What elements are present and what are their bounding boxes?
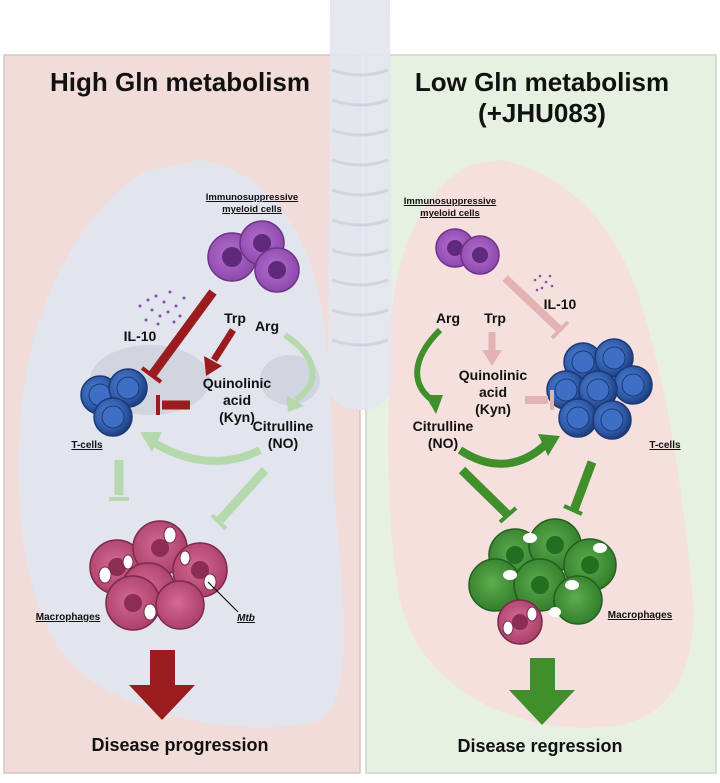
quinolinic-label-right: Quinolinic acid (Kyn) [448,367,538,418]
quinolinic-right-line2: acid [478,384,507,400]
myeloid-label-left-line2: myeloid cells [222,204,282,215]
myeloid-cells-left [207,220,300,293]
right-outcome: Disease regression [457,736,623,756]
trp-label-right: Trp [484,310,506,326]
citrulline-right-line1: Citrulline [412,418,474,434]
left-arrows [109,289,316,531]
citrulline-right-line2: (NO) [427,435,459,451]
myeloid-label-right-line1: Immunosuppressive [403,196,497,207]
mtb-label: Mtb [237,613,255,624]
trachea-rings [331,68,389,347]
left-outcome: Disease progression [91,735,269,755]
mtb-pointer [207,581,239,613]
right-arrows [414,275,597,524]
myeloid-label-left: Immunosuppressive myeloid cells [192,192,312,216]
tcells-right [546,338,653,440]
macrophages-label-right: Macrophages [607,610,673,621]
progression-arrow [129,650,195,720]
quinolinic-right-line1: Quinolinic [458,367,528,383]
myeloid-cells-right [435,228,500,275]
quinolinic-left-line2: acid [222,392,251,408]
myeloid-label-right-line2: myeloid cells [420,208,480,219]
il10-particles-right [533,274,554,292]
arg-label-left: Arg [254,318,280,334]
macrophages-label-left: Macrophages [35,612,101,623]
macrophages-right [468,518,617,645]
regression-arrow [509,658,575,725]
citrulline-label-right: Citrulline (NO) [398,418,488,452]
il10-label-right: IL-10 [543,296,577,312]
macrophages-left [89,520,228,631]
tcells-left [80,368,148,437]
left-panel-title: High Gln metabolism [49,67,311,97]
right-panel-title: Low Gln metabolism (+JHU083) [372,67,712,129]
right-title-line2: (+JHU083) [478,98,606,128]
myeloid-label-right: Immunosuppressive myeloid cells [395,196,505,220]
citrulline-left-line2: (NO) [267,435,299,451]
tcells-label-right: T-cells [649,440,681,451]
quinolinic-label-left: Quinolinic acid (Kyn) [192,375,282,426]
right-title-line1: Low Gln metabolism [414,67,670,97]
il10-particles-left [138,290,186,326]
quinolinic-right-line3: (Kyn) [475,401,511,417]
citrulline-label-left: Citrulline (NO) [238,418,328,452]
tcells-label-left: T-cells [71,440,103,451]
citrulline-left-line1: Citrulline [252,418,314,434]
myeloid-label-left-line1: Immunosuppressive [205,192,299,203]
quinolinic-left-line3: (Kyn) [219,409,255,425]
trp-label-left: Trp [224,310,246,326]
arg-label-right: Arg [435,310,461,326]
quinolinic-left-line1: Quinolinic [202,375,272,391]
trachea [328,0,392,410]
il10-label-left: IL-10 [123,328,157,344]
